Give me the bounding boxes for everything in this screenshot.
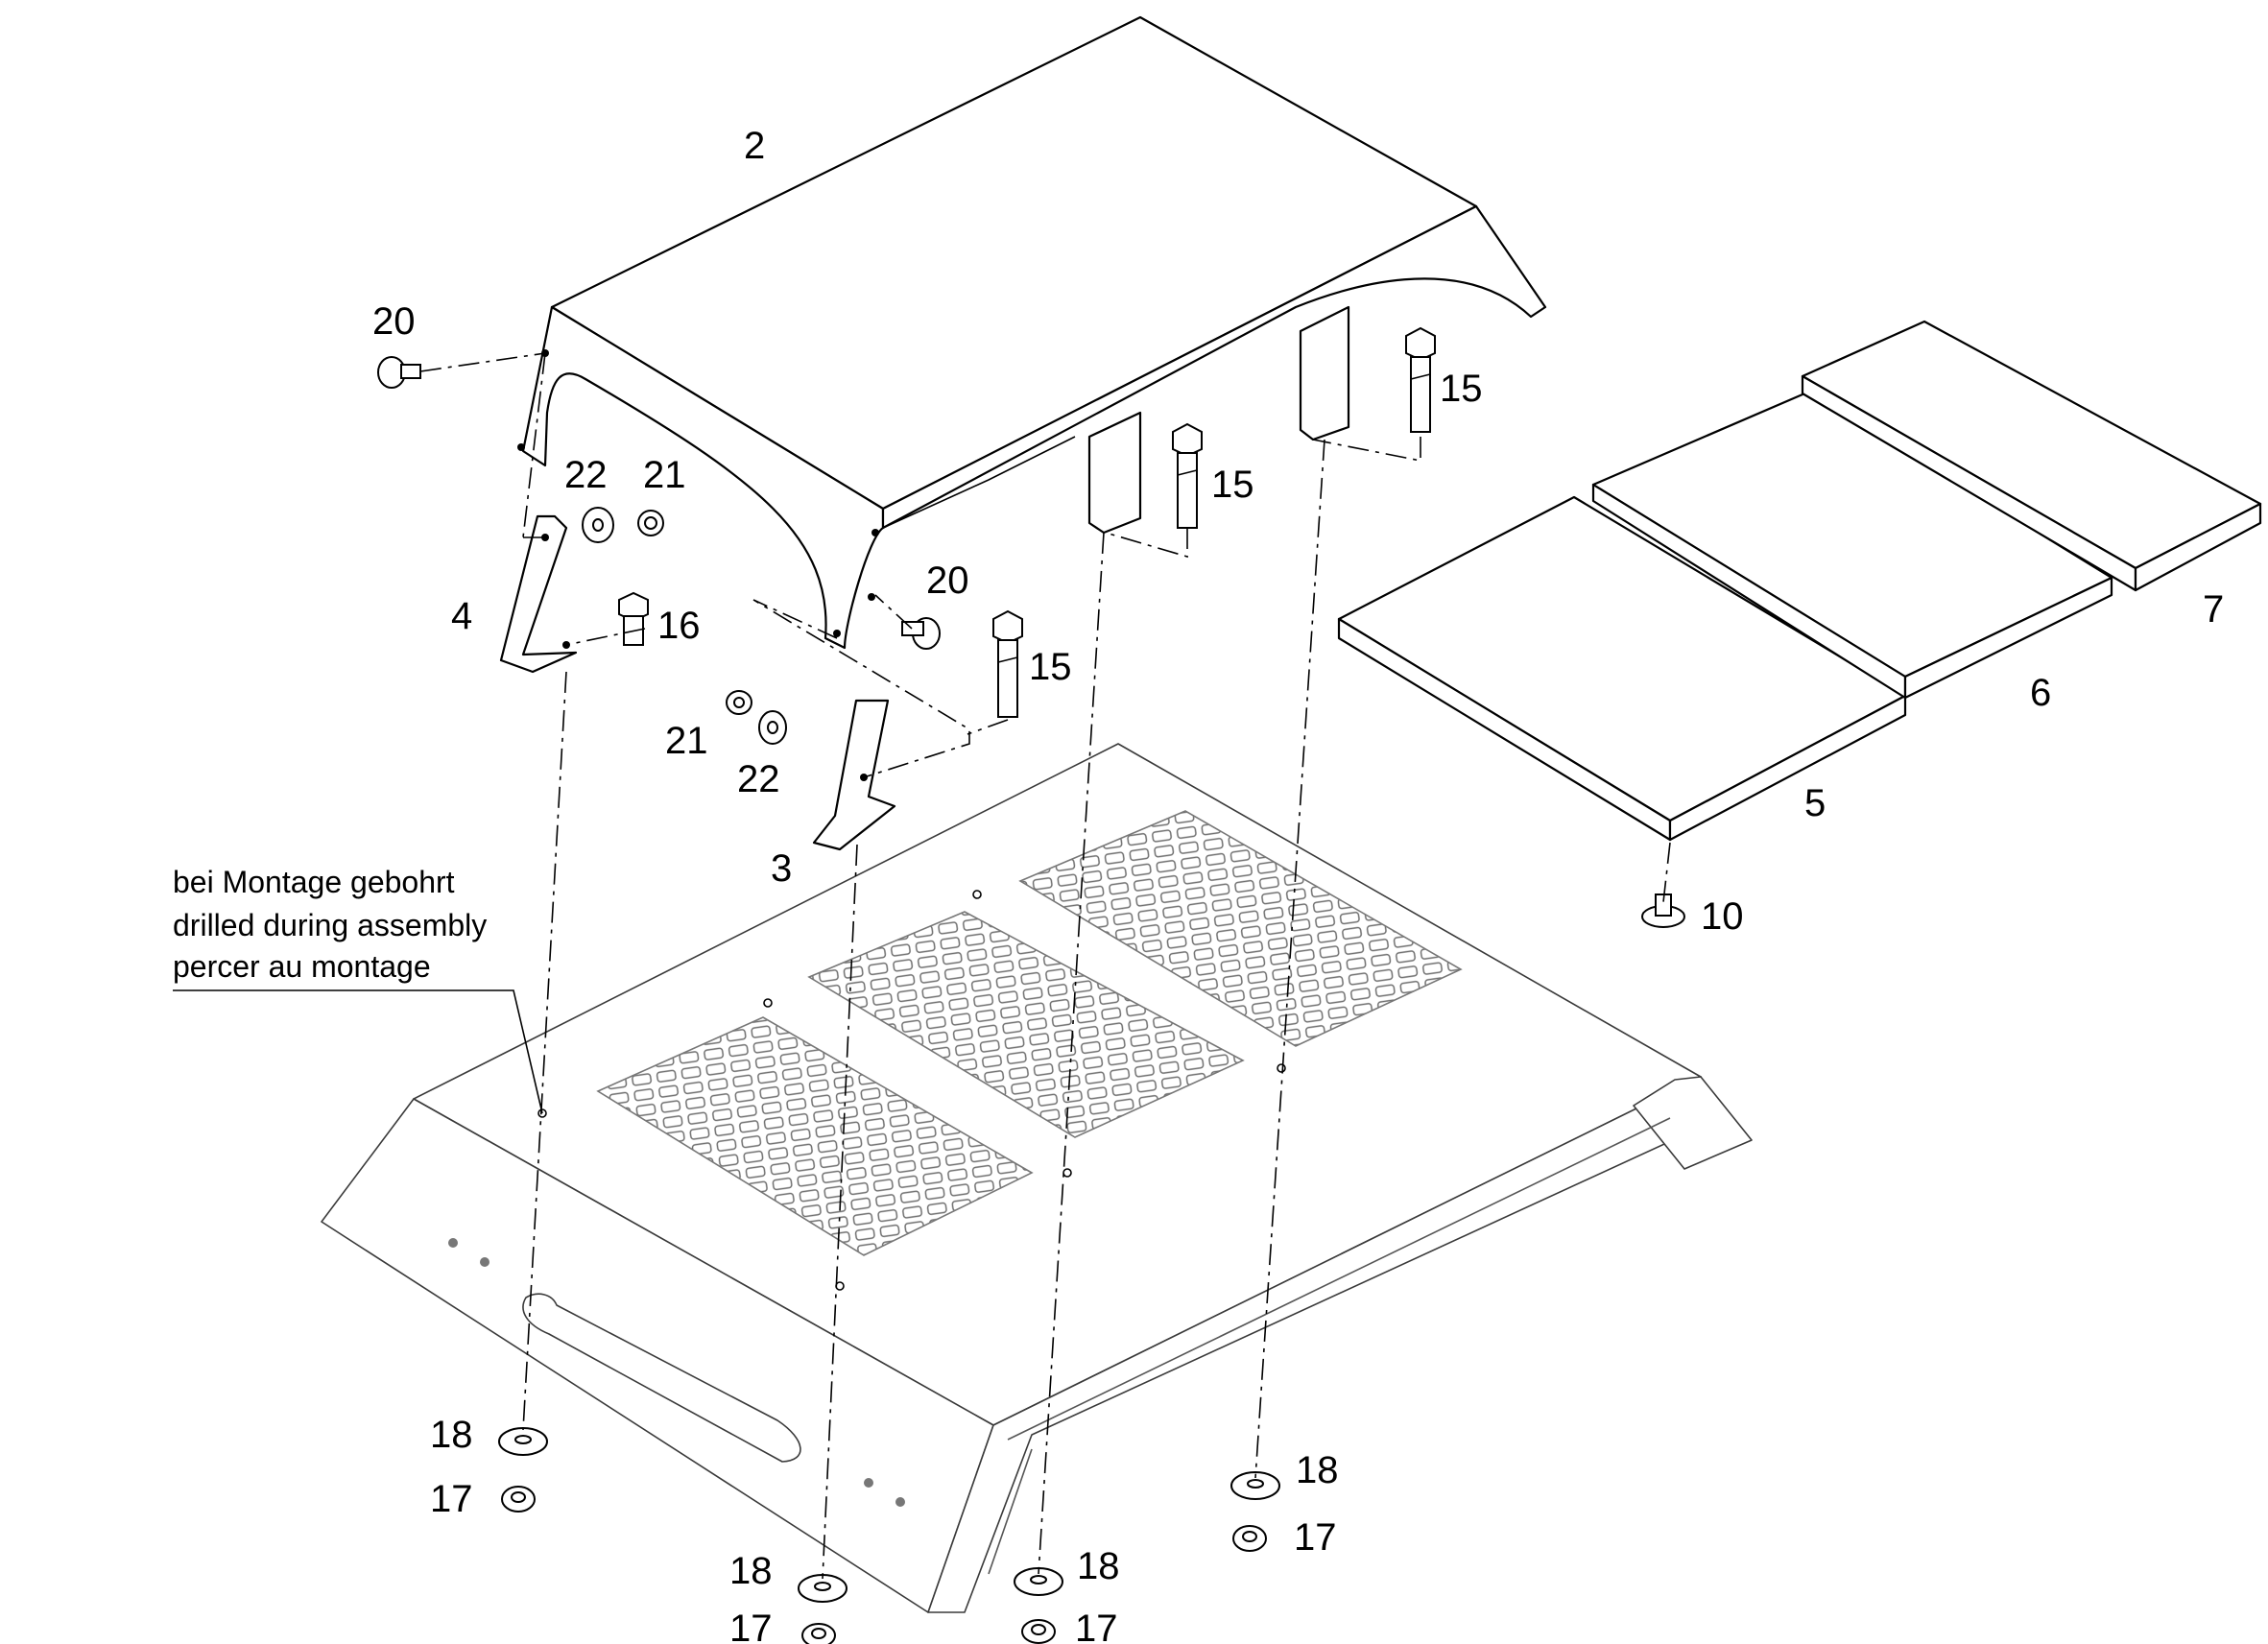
washer-22-a <box>582 507 614 543</box>
callout-21-a: 21 <box>643 454 686 496</box>
grate-1 <box>596 1016 1034 1256</box>
callout-18-c: 18 <box>1077 1545 1120 1587</box>
callout-18-b: 18 <box>729 1550 773 1592</box>
nut-17-a <box>501 1486 536 1513</box>
callout-21-b: 21 <box>665 720 708 762</box>
callout-17-a: 17 <box>430 1478 473 1520</box>
callout-7: 7 <box>2203 588 2224 631</box>
callout-labels: 2 20 22 21 20 4 16 15 15 15 21 22 3 7 6 … <box>372 125 2224 1644</box>
bracket-3 <box>812 699 896 851</box>
bolt-15-b <box>1172 422 1203 529</box>
callout-22-a: 22 <box>564 454 608 496</box>
callout-17-d: 17 <box>1294 1516 1337 1559</box>
bolt-20-a <box>377 356 421 389</box>
nut-21-b <box>726 690 752 715</box>
nut-17-c <box>1021 1619 1056 1644</box>
panel-7 <box>1801 320 2262 592</box>
callout-18-a: 18 <box>430 1414 473 1456</box>
callout-15-a: 15 <box>1440 368 1483 410</box>
base-platform <box>321 743 1753 1613</box>
callout-4: 4 <box>451 595 472 637</box>
note-english: drilled during assembly <box>173 908 487 942</box>
nut-17-b <box>801 1623 836 1644</box>
washer-18-b <box>798 1574 848 1603</box>
stud-10 <box>1641 893 1685 928</box>
callout-18-d: 18 <box>1296 1449 1339 1491</box>
callout-6: 6 <box>2030 672 2051 714</box>
bolt-20-b <box>901 617 941 650</box>
nut-21-a <box>637 510 664 536</box>
callout-15-c: 15 <box>1029 646 1072 688</box>
roof-posts <box>1087 305 1350 535</box>
callout-15-b: 15 <box>1211 464 1254 506</box>
callout-3: 3 <box>771 847 792 890</box>
bolt-16 <box>618 591 649 646</box>
canopy-roof <box>517 15 1547 650</box>
callout-10: 10 <box>1701 895 1744 938</box>
note-german: bei Montage gebohrt <box>173 865 455 899</box>
bracket-4 <box>499 514 578 674</box>
note-french: percer au montage <box>173 949 431 984</box>
callout-22-b: 22 <box>737 758 780 800</box>
callout-17-c: 17 <box>1075 1608 1118 1644</box>
washer-18-a <box>498 1427 548 1456</box>
callout-2: 2 <box>744 125 765 167</box>
washer-18-d <box>1230 1471 1280 1500</box>
callout-20-b: 20 <box>926 560 969 602</box>
base-handle <box>522 1293 801 1463</box>
assembly-note: bei Montage gebohrt drilled during assem… <box>173 865 487 984</box>
callout-17-b: 17 <box>729 1608 773 1644</box>
callout-16: 16 <box>657 605 701 647</box>
assembly-lines <box>173 352 1671 1580</box>
bolt-15-a <box>1405 326 1436 433</box>
callout-20-a: 20 <box>372 300 416 343</box>
nut-17-d <box>1232 1525 1267 1552</box>
bolt-15-c <box>992 609 1023 718</box>
grate-3 <box>1018 810 1463 1047</box>
panel-6 <box>1591 390 2113 700</box>
grate-2 <box>807 911 1245 1138</box>
washer-22-b <box>758 710 787 745</box>
callout-5: 5 <box>1804 782 1826 824</box>
